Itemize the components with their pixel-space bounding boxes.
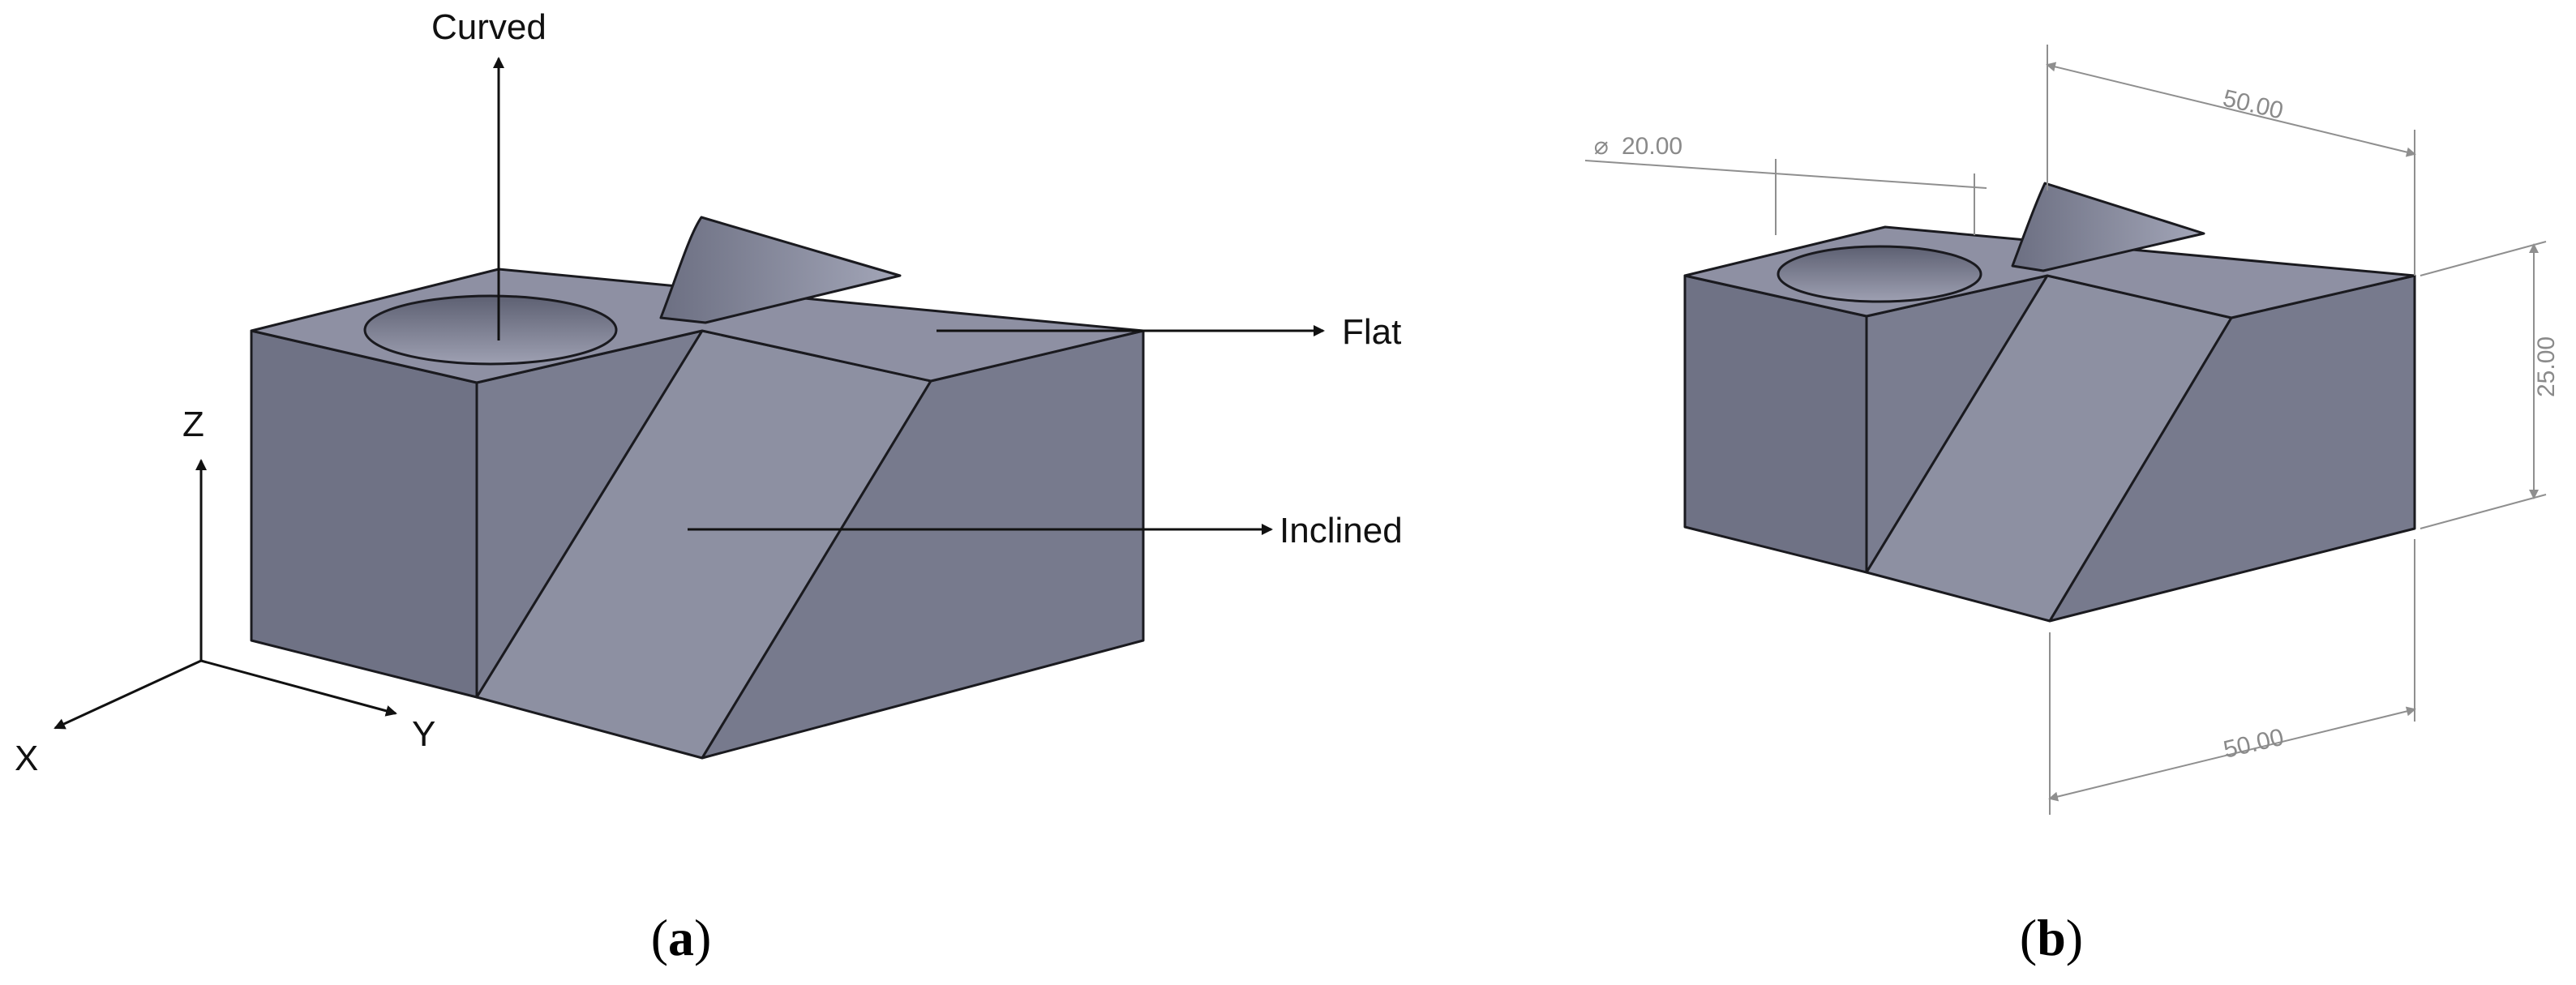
curved-slot-b [2011,182,2205,272]
flat-label: Flat [1342,312,1401,352]
block-b [1683,182,2416,623]
y-axis [200,659,397,717]
x-axis-label: X [15,739,38,778]
top-width-value: 50.00 [2220,85,2286,125]
dimension-diameter: ⌀ 20.00 [1584,133,1987,235]
dimension-height: 25.00 [2420,241,2560,529]
curved-label: Curved [431,7,546,47]
block-a [250,216,1145,760]
bottom-width-value: 50.00 [2221,724,2287,764]
left-face-a [250,329,478,699]
diameter-symbol: ⌀ [1593,133,1608,160]
curved-slot-a [659,216,902,324]
diameter-value: 20.00 [1622,133,1682,160]
panel-b: ⌀ 20.00 50.00 25.00 50.00 (b) [1584,45,2560,966]
caption-a: (a) [651,909,712,966]
hole-b [1777,245,1982,303]
caption-b: (b) [2020,909,2083,966]
inclined-label: Inclined [1279,511,1403,550]
panel-a: Curved Flat Inclined Z X Y (a) [15,7,1403,966]
y-axis-label: Y [412,714,435,754]
coordinate-axes: Z X Y [15,405,435,778]
z-axis-label: Z [182,405,204,444]
hole-a [363,294,618,366]
left-face-b [1683,274,1868,574]
x-axis [54,659,202,730]
height-value: 25.00 [2533,336,2560,397]
